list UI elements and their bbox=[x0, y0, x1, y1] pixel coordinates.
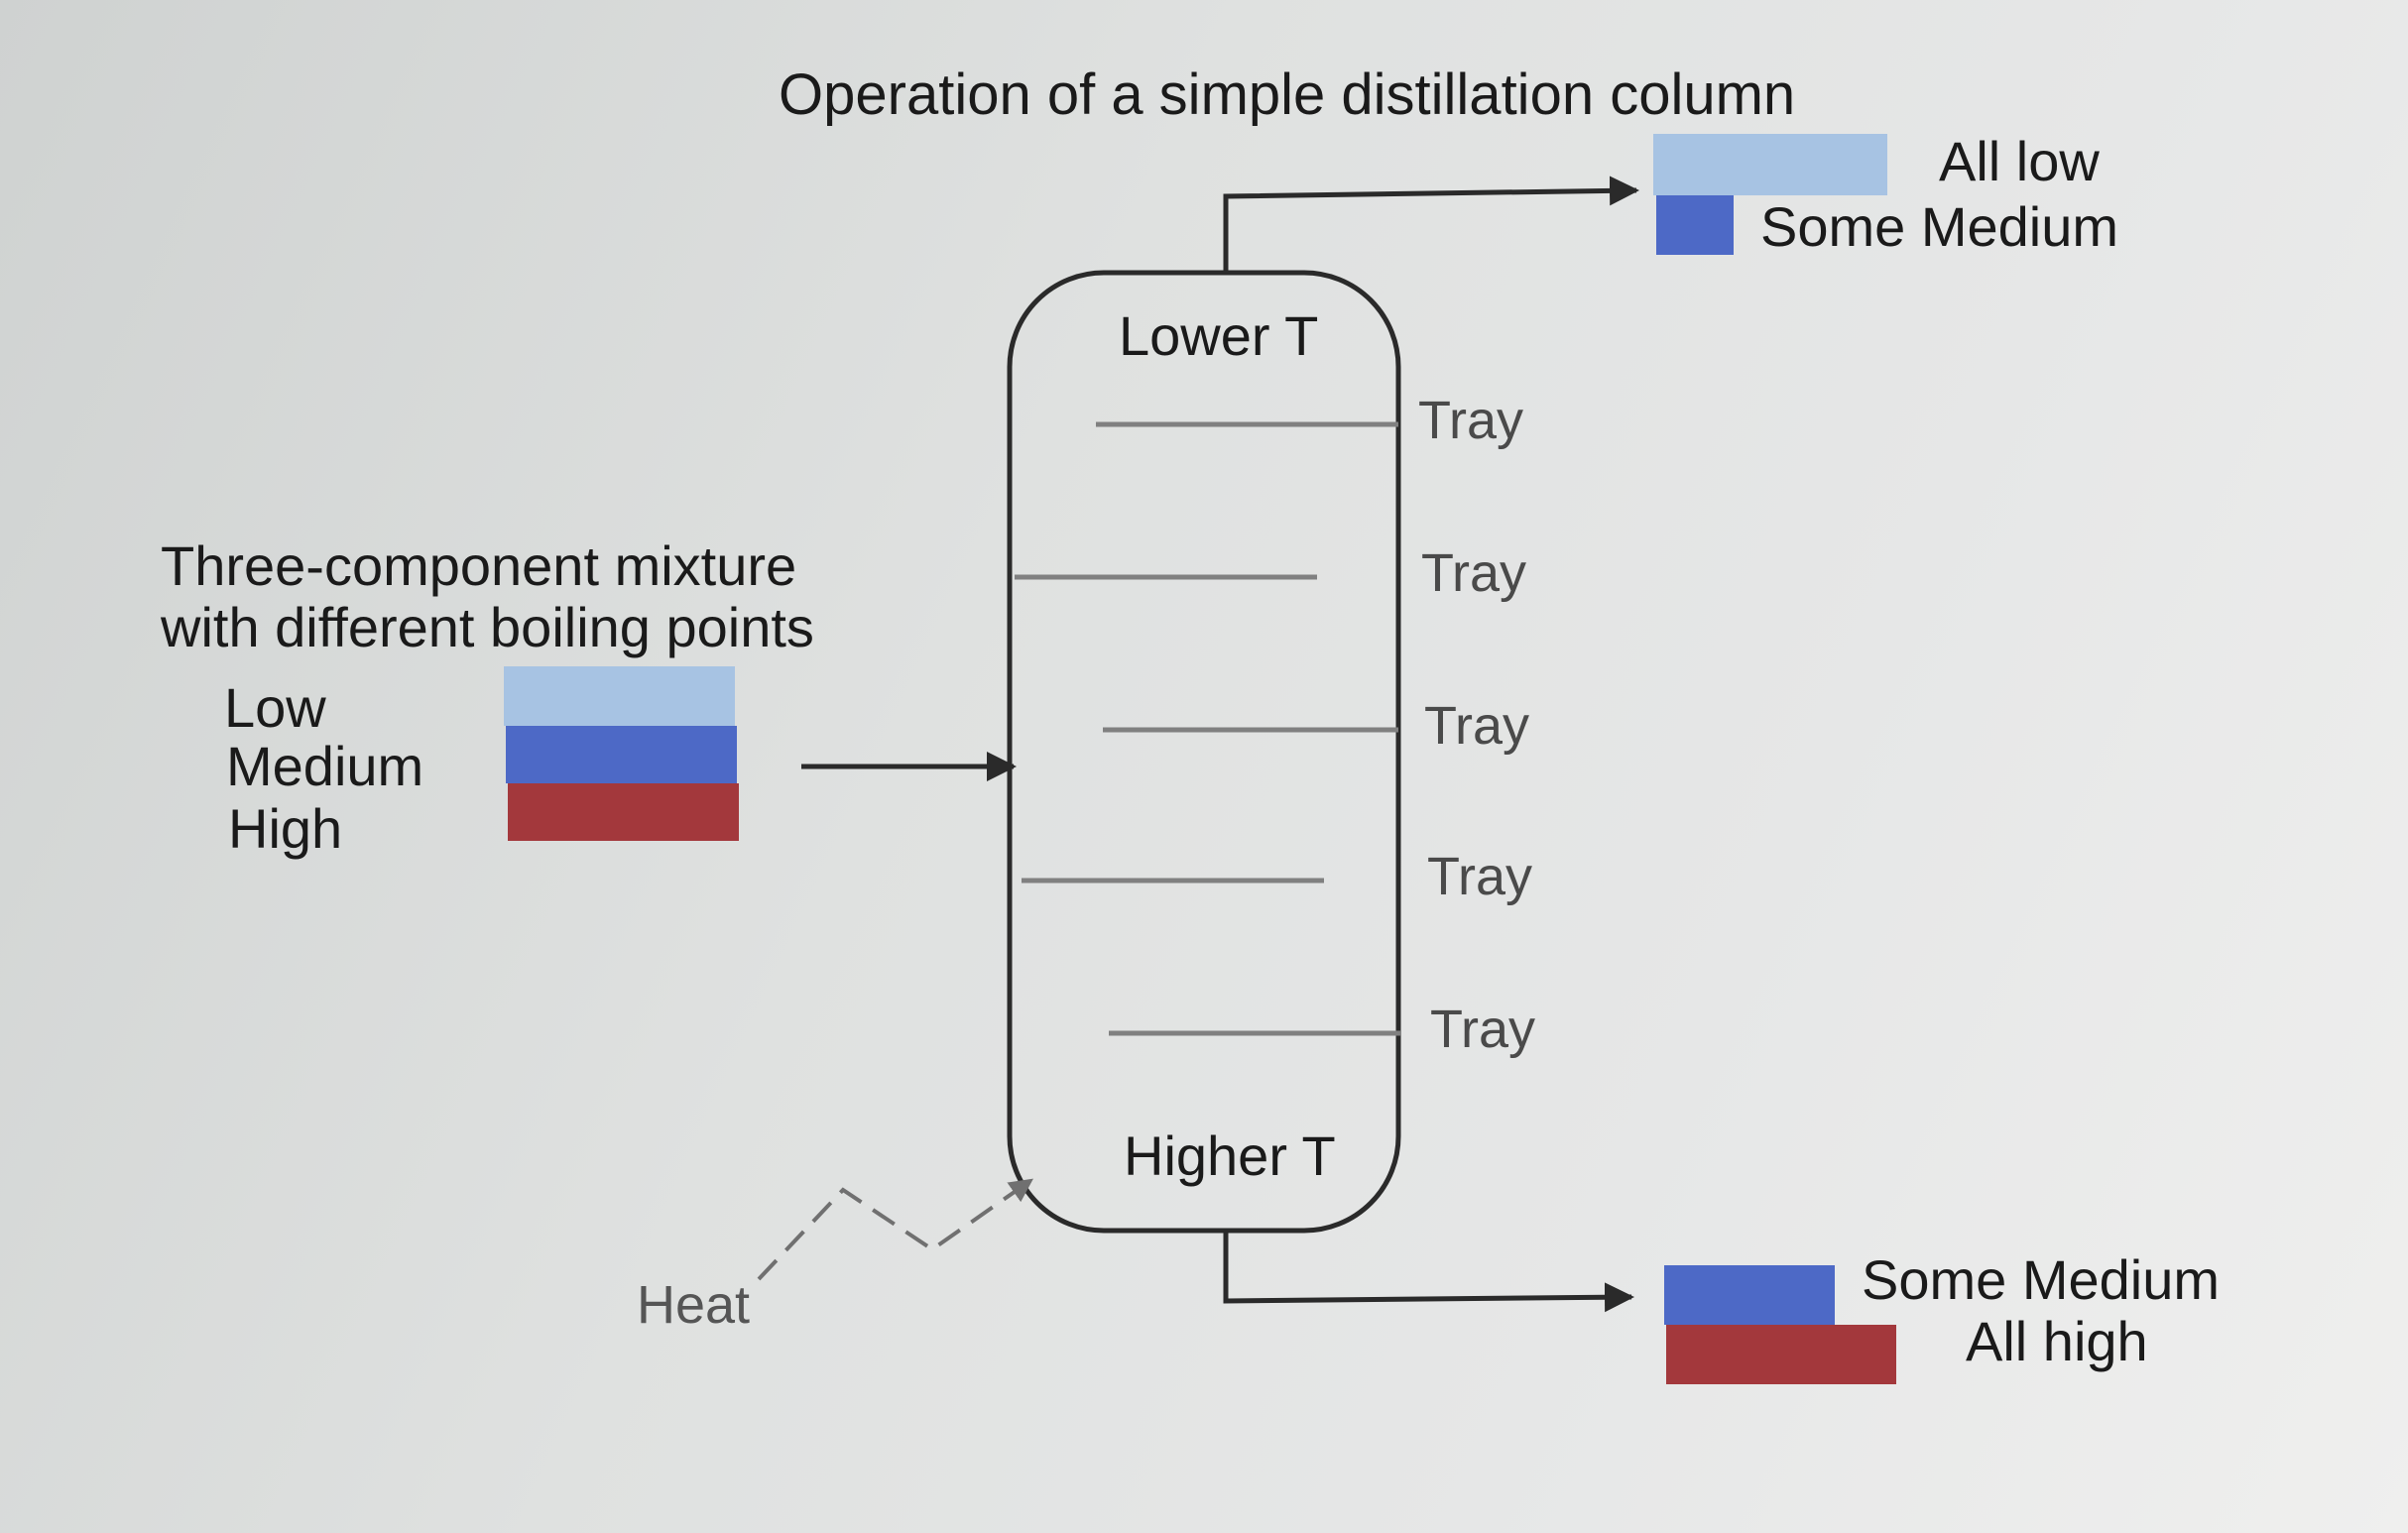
bottom-product-arrow bbox=[1223, 1231, 1634, 1313]
feed-component-medium: Medium bbox=[226, 735, 423, 797]
column-top-label: Lower T bbox=[1119, 304, 1318, 367]
bottom-product-high-block bbox=[1666, 1325, 1896, 1384]
feed-description-line1: Three-component mixture bbox=[161, 534, 796, 597]
heat-label: Heat bbox=[637, 1275, 750, 1335]
bottom-product-medium-block bbox=[1664, 1265, 1835, 1325]
top-product-line2: Some Medium bbox=[1760, 195, 2118, 258]
top-product-line1: All low bbox=[1939, 130, 2100, 192]
feed-description-line2: with different boiling points bbox=[160, 596, 814, 658]
diagram-title: Operation of a simple distillation colum… bbox=[779, 62, 1795, 127]
column-bottom-label: Higher T bbox=[1124, 1124, 1336, 1187]
bottom-product-line2: All high bbox=[1966, 1310, 2148, 1372]
tray-label-4: Tray bbox=[1427, 847, 1532, 906]
tray-label-2: Tray bbox=[1421, 543, 1526, 603]
tray-label-1: Tray bbox=[1418, 391, 1523, 450]
top-product-medium-block bbox=[1656, 195, 1734, 255]
distillation-column bbox=[1007, 270, 1401, 1234]
feed-component-low: Low bbox=[224, 676, 326, 739]
feed-high-block bbox=[508, 783, 739, 841]
tray-label-5: Tray bbox=[1430, 1000, 1535, 1059]
top-product-low-block bbox=[1653, 134, 1887, 195]
feed-medium-block bbox=[506, 726, 737, 783]
heat-arrow bbox=[757, 1178, 1033, 1281]
tray-label-3: Tray bbox=[1424, 696, 1529, 756]
top-product-arrow bbox=[1223, 176, 1639, 275]
feed-low-block bbox=[504, 666, 735, 726]
feed-component-high: High bbox=[228, 797, 342, 860]
bottom-product-line1: Some Medium bbox=[1862, 1248, 2220, 1311]
